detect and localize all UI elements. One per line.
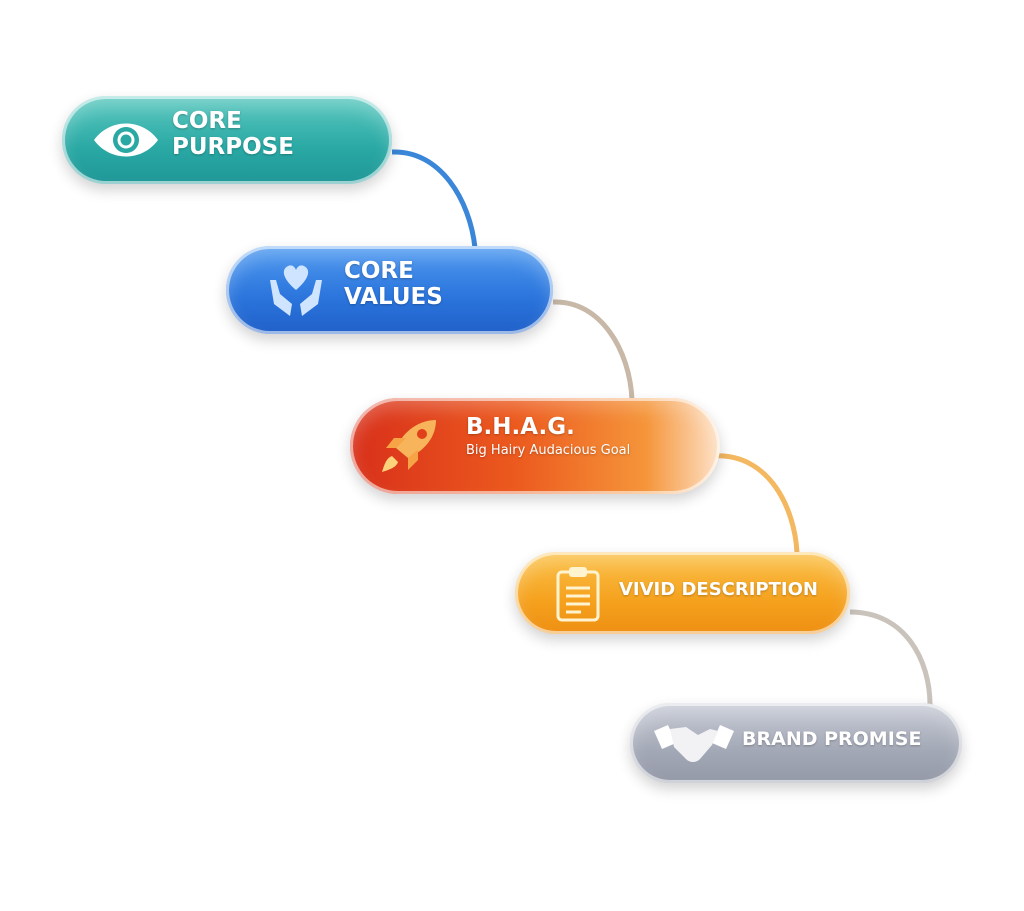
rocket-icon <box>380 418 440 474</box>
connector-3-4 <box>711 453 800 554</box>
core-purpose-step: CORE PURPOSE <box>62 96 392 184</box>
heart-hands-icon <box>264 260 328 320</box>
title: VIVID DESCRIPTION <box>619 579 818 600</box>
title: BRAND PROMISE <box>742 728 922 750</box>
brand-promise-step: BRAND PROMISE <box>630 703 962 783</box>
connector-1-2 <box>391 149 478 249</box>
title-line-2: PURPOSE <box>172 134 294 161</box>
core-values-step: CORE VALUES <box>226 246 553 334</box>
title: B.H.A.G. <box>466 414 575 440</box>
handshake-icon <box>652 721 736 767</box>
title-line-1: CORE <box>344 258 414 284</box>
eye-icon <box>90 116 162 164</box>
title-line-1: CORE <box>172 108 242 134</box>
subtitle: Big Hairy Audacious Goal <box>466 443 631 459</box>
clipboard-icon <box>555 564 601 622</box>
bhag-step: B.H.A.G. Big Hairy Audacious Goal <box>350 398 720 494</box>
title-line-2: VALUES <box>344 284 443 311</box>
connector-4-5 <box>849 609 933 706</box>
connector-2-3 <box>552 299 635 401</box>
vivid-description-step: VIVID DESCRIPTION <box>515 552 850 634</box>
